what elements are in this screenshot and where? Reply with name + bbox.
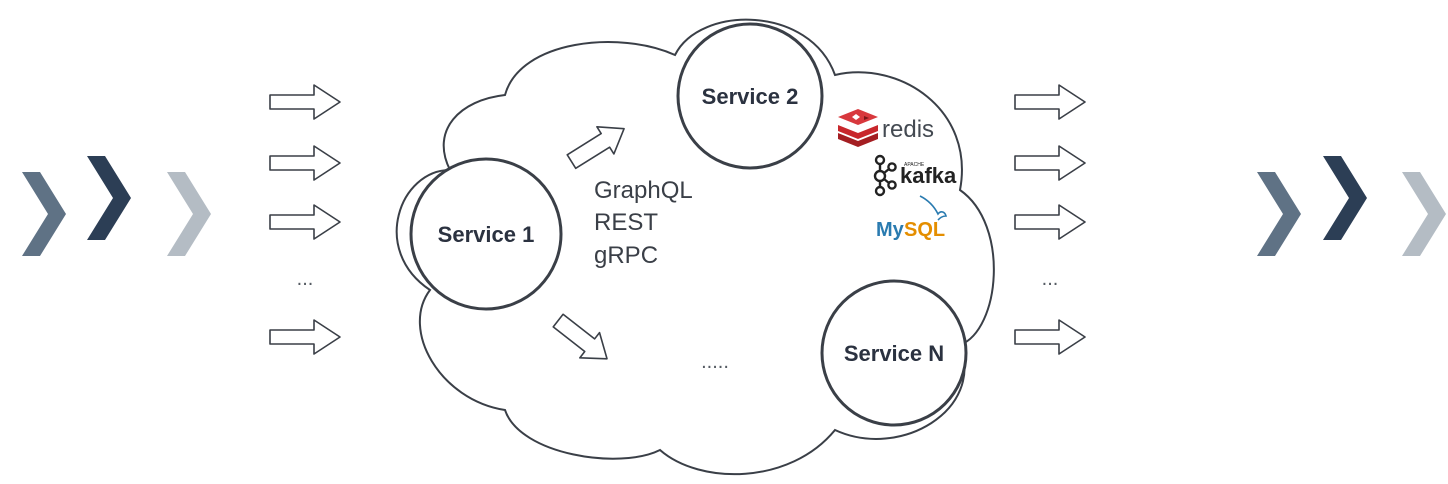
chevron-right-icon — [22, 172, 66, 256]
redis-logo: redis — [838, 109, 934, 147]
mysql-sql: SQL — [904, 219, 945, 241]
kafka-apache-label: APACHE — [904, 162, 925, 168]
kafka-wordmark: kafka — [900, 163, 957, 188]
hollow-arrow-icon — [1014, 319, 1086, 355]
service-1-node: Service 1 — [409, 157, 563, 311]
hollow-arrow-icon — [1014, 204, 1086, 240]
chevron-right-icon — [167, 172, 211, 256]
right-chevrons — [1257, 156, 1446, 256]
internal-arrow-up — [566, 126, 625, 170]
outbound-arrows: ... — [1014, 84, 1086, 355]
inbound-ellipsis: ... — [297, 268, 314, 290]
outbound-ellipsis: ... — [1042, 268, 1059, 290]
hollow-arrow-icon — [269, 84, 341, 120]
hollow-arrow-icon — [269, 145, 341, 181]
protocol-grpc: gRPC — [594, 242, 658, 269]
hollow-arrow-icon — [269, 319, 341, 355]
hollow-arrow-icon — [269, 204, 341, 240]
mysql-my: My — [876, 219, 905, 241]
hollow-arrow-icon — [1014, 84, 1086, 120]
protocol-graphql: GraphQL — [594, 177, 693, 204]
chevron-right-icon — [87, 156, 131, 240]
service-n-label: Service N — [844, 341, 944, 366]
chevron-right-icon — [1257, 172, 1301, 256]
protocol-list: GraphQL REST gRPC — [594, 177, 693, 269]
inbound-arrows: ... — [269, 84, 341, 355]
chevron-right-icon — [1323, 156, 1367, 240]
service-n-node: Service N — [820, 279, 968, 427]
kafka-logo: APACHE kafka — [873, 154, 957, 197]
mysql-logo: My SQL — [876, 195, 948, 241]
service-2-label: Service 2 — [702, 84, 799, 109]
hollow-arrow-icon — [1014, 145, 1086, 181]
more-services-ellipsis: ..... — [701, 351, 729, 373]
service-1-label: Service 1 — [438, 222, 535, 247]
redis-wordmark: redis — [882, 116, 934, 143]
internal-arrow-down — [552, 313, 608, 360]
left-chevrons — [22, 156, 211, 256]
service-2-node: Service 2 — [676, 22, 824, 170]
protocol-rest: REST — [594, 209, 658, 236]
chevron-right-icon — [1402, 172, 1446, 256]
